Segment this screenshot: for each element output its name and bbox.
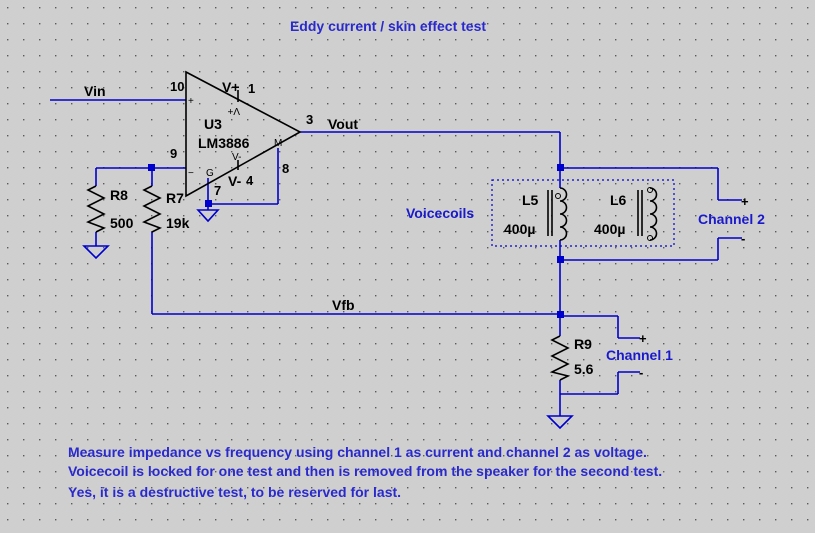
pin-label-in-plus: 10 (170, 79, 184, 94)
channel-2-label: Channel 2 (698, 211, 765, 227)
wires (50, 99, 742, 402)
opamp-part: LM3886 (198, 135, 250, 151)
opamp-minus-sign: − (188, 168, 194, 179)
inductor-l6-dot-bottom (647, 235, 653, 241)
inductor-l5-ref: L5 (522, 192, 539, 208)
ground-pin7 (196, 209, 220, 223)
inductor-l6-ref: L6 (610, 192, 627, 208)
opamp-vplus-label: V+ (222, 79, 240, 95)
opamp-vminus-label: V- (228, 173, 242, 189)
channel-1-plus: + (639, 331, 647, 346)
pin-label-out: 3 (306, 112, 313, 127)
junction-dots (148, 164, 564, 318)
resistor-r8-value: 500 (110, 215, 134, 231)
junction-vout (557, 164, 564, 171)
resistor-r7-body (142, 185, 162, 233)
pin-label-vplus: 1 (248, 81, 255, 96)
resistor-r9: R9 5.6 (549, 335, 594, 381)
resistor-r8-ref: R8 (110, 187, 128, 203)
resistor-r7-value: 19k (166, 215, 190, 231)
opamp-mute-small: M (274, 138, 282, 149)
channel-2-port: + - Channel 2 (698, 194, 765, 246)
opamp-vminus-small: V- (232, 152, 241, 163)
inductor-l6-dot-top (647, 187, 653, 193)
note-line-3: Yes, it is a destructive test, to be res… (68, 484, 401, 500)
channel-1-label: Channel 1 (606, 347, 673, 363)
opamp-plus-sign: + (188, 96, 194, 107)
notes-block: Measure impedance vs frequency using cha… (68, 444, 662, 500)
junction-inverting (148, 164, 155, 171)
junction-vfb (557, 311, 564, 318)
opamp-ref: U3 (204, 116, 222, 132)
pin-label-gnd: 7 (214, 183, 221, 198)
resistor-r8-body (86, 185, 106, 233)
inductor-l5-value: 400µ (504, 221, 535, 237)
channel-1-port: + - Channel 1 (606, 331, 673, 380)
voicecoil-group-box (491, 179, 675, 247)
resistor-r8: R8 500 (86, 185, 134, 233)
junction-coil-bottom (557, 256, 564, 263)
resistor-r9-value: 5.6 (574, 361, 594, 377)
inductor-l5-coil (559, 187, 568, 241)
voicecoil-group-label: Voicecoils (406, 205, 474, 221)
resistor-r7-ref: R7 (166, 190, 184, 206)
opamp-lm3886: 10 9 3 1 4 7 8 V+ V- + − V+ V- G M U3 LM… (170, 70, 313, 198)
diagram-title: Eddy current / skin effect test (290, 18, 486, 34)
opamp-gnd-small: G (206, 168, 214, 179)
pin-label-vminus: 4 (246, 173, 254, 188)
pin-label-mute: 8 (282, 161, 289, 176)
net-label-vout: Vout (328, 116, 358, 132)
net-label-vin: Vin (84, 83, 106, 99)
channel-2-minus: - (741, 231, 745, 246)
ground-r8 (82, 245, 110, 260)
ground-symbols (82, 209, 574, 430)
net-label-vfb: Vfb (332, 297, 355, 313)
inductor-l6: L6 400µ (594, 187, 658, 241)
pin-label-in-minus: 9 (170, 146, 177, 161)
channel-1-minus: - (639, 365, 643, 380)
resistor-r9-body (549, 335, 571, 381)
opamp-vplus-small: V+ (227, 105, 240, 116)
junction-pin7 (205, 200, 212, 207)
inductor-l6-coil (649, 187, 658, 241)
note-line-2: Voicecoil is locked for one test and the… (68, 463, 662, 479)
resistor-r9-ref: R9 (574, 336, 592, 352)
channel-2-plus: + (741, 194, 749, 209)
resistor-r7: R7 19k (142, 185, 190, 233)
opamp-body (185, 70, 302, 198)
note-line-1: Measure impedance vs frequency using cha… (68, 444, 647, 460)
inductor-l5: L5 400µ (504, 187, 568, 241)
inductor-l6-value: 400µ (594, 221, 625, 237)
inductor-l5-dot (555, 193, 561, 199)
